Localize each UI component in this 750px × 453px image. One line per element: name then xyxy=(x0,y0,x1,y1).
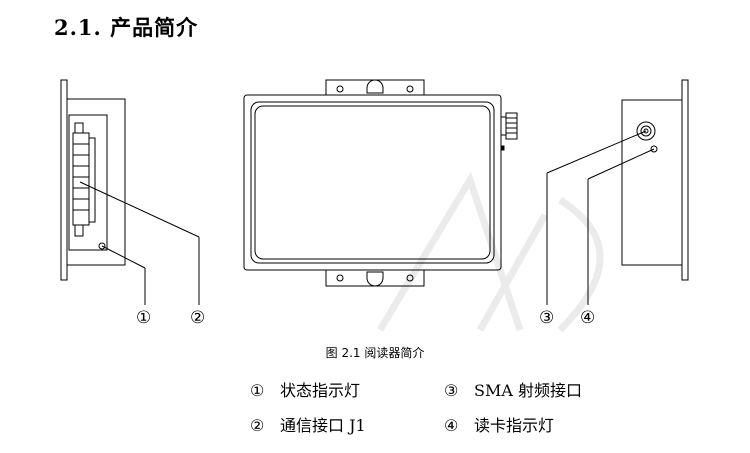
front-view xyxy=(243,79,518,287)
legend-item-1: ① 状态指示灯 xyxy=(250,377,360,401)
legend-item-2: ② 通信接口 J1 xyxy=(250,412,366,436)
right-side-view xyxy=(546,79,689,305)
legend-text: 状态指示灯 xyxy=(280,381,361,400)
watermark xyxy=(376,171,604,333)
legend-item-3: ③ SMA 射频接口 xyxy=(444,377,582,401)
status-led-left xyxy=(98,242,106,250)
legend-item-4: ④ 读卡指示灯 xyxy=(444,412,554,436)
terminal-block xyxy=(72,122,96,237)
legend-text: 通信接口 J1 xyxy=(280,416,366,435)
legend-text: 读卡指示灯 xyxy=(474,416,555,435)
figure-caption: 图 2.1 阅读器简介 xyxy=(325,346,425,360)
card-led xyxy=(650,145,658,153)
callout-1: ① xyxy=(136,308,152,328)
section-number: 2.1. xyxy=(54,15,102,40)
callout-3: ③ xyxy=(539,308,555,328)
sma-connector xyxy=(500,112,518,140)
legend-text: SMA 射频接口 xyxy=(474,381,582,400)
callout-4: ④ xyxy=(580,308,596,328)
left-side-view xyxy=(60,79,200,305)
sma-port xyxy=(636,121,656,141)
legend-num: ③ xyxy=(444,381,459,400)
legend-num: ① xyxy=(250,381,265,400)
section-title: 产品简介 xyxy=(110,15,199,40)
callout-2: ② xyxy=(190,308,206,328)
section-heading: 2.1. 产品简介 xyxy=(54,12,198,42)
legend-num: ② xyxy=(250,416,265,435)
legend-num: ④ xyxy=(444,416,459,435)
